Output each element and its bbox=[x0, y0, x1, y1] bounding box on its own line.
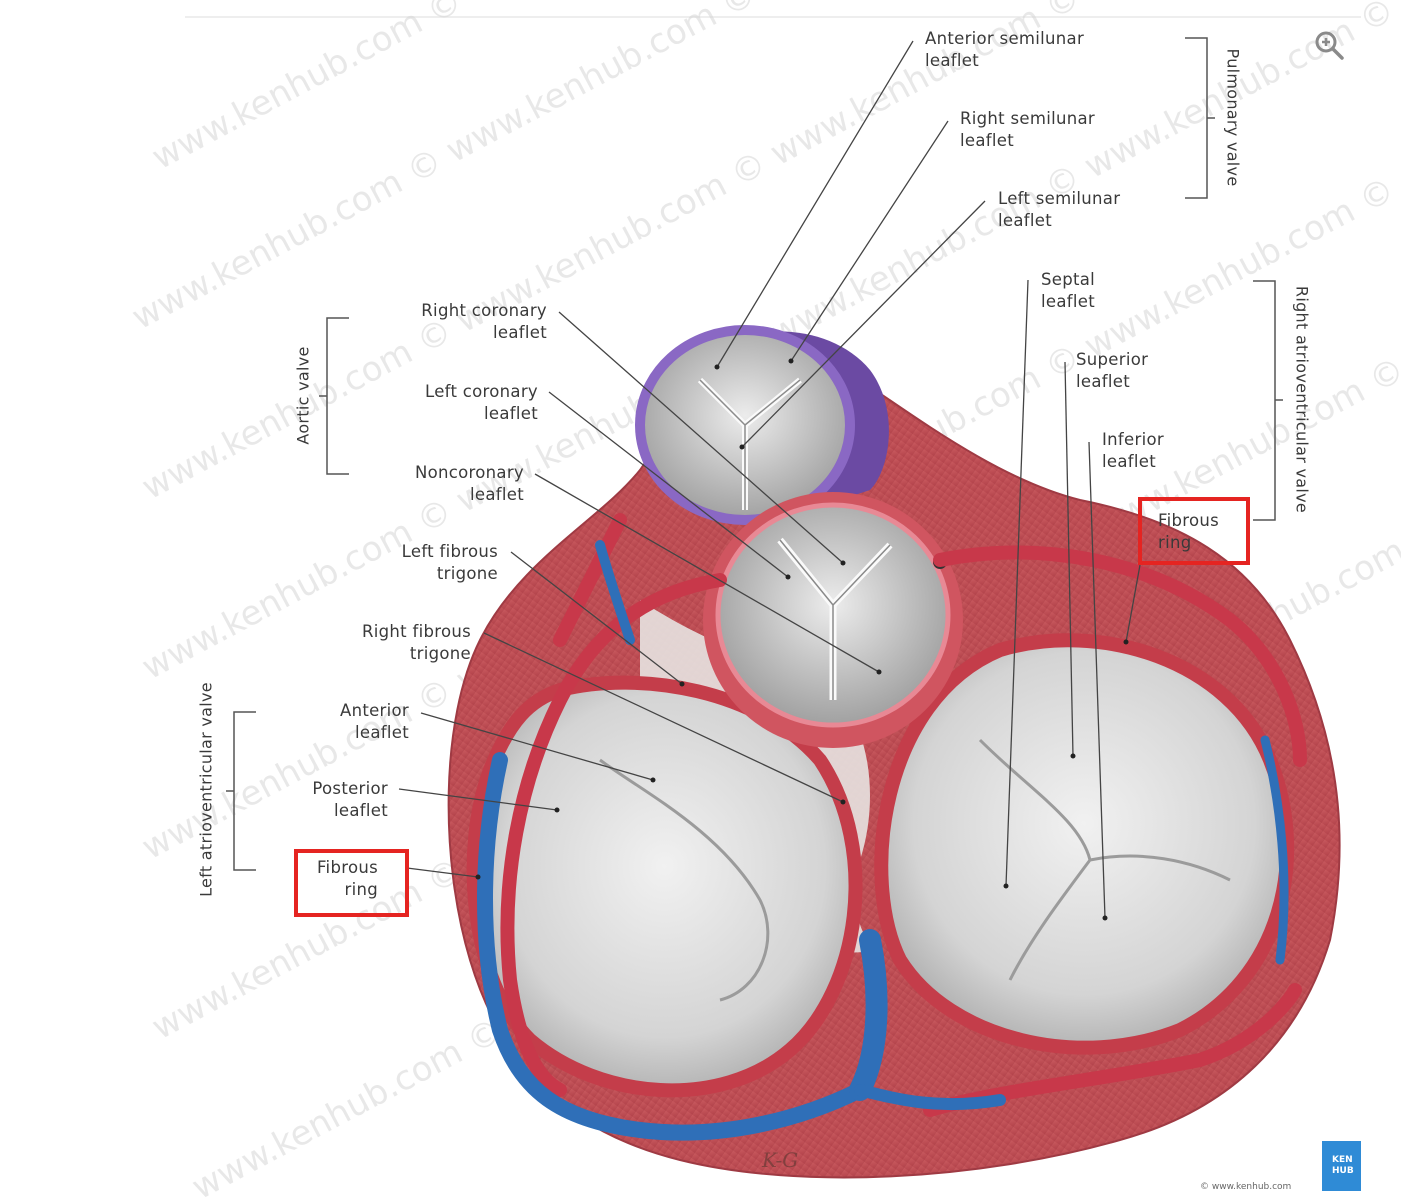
highlight-box-fibrous-ring-right bbox=[1138, 497, 1250, 565]
label-posterior-leaflet: Posterior leaflet bbox=[312, 778, 388, 822]
label-line-1: Noncoronary bbox=[415, 463, 524, 482]
group-label-right-av-valve: Right atrioventricular valve bbox=[1292, 285, 1312, 514]
label-line-2: leaflet bbox=[470, 485, 524, 504]
group-brackets bbox=[226, 37, 1283, 871]
label-line-1: Left coronary bbox=[425, 382, 538, 401]
label-line-1: Fibrous bbox=[1158, 511, 1220, 530]
group-label-aortic-valve: Aortic valve bbox=[293, 346, 313, 445]
label-line-2: leaflet bbox=[1076, 372, 1130, 391]
label-line-2: leaflet bbox=[355, 723, 409, 742]
label-line-2: leaflet bbox=[484, 404, 538, 423]
label-line-2: leaflet bbox=[998, 211, 1052, 230]
label-right-fibrous-trigone: Right fibrous trigone bbox=[362, 621, 471, 665]
label-line-2: ring bbox=[1158, 533, 1192, 552]
label-right-coronary-leaflet: Right coronary leaflet bbox=[421, 300, 547, 344]
label-line-1: Inferior bbox=[1102, 430, 1164, 449]
label-line-1: Right fibrous bbox=[361, 622, 471, 641]
zoom-in-icon[interactable] bbox=[1313, 29, 1345, 61]
label-fibrous-ring-left: Fibrous ring bbox=[317, 857, 378, 901]
label-line-1: Superior bbox=[1076, 350, 1149, 369]
label-fibrous-ring-right: Fibrous ring bbox=[1158, 510, 1219, 554]
pulmonary-valve bbox=[635, 325, 889, 525]
group-label-left-av-valve: Left atrioventricular valve bbox=[196, 682, 216, 897]
label-left-coronary-leaflet: Left coronary leaflet bbox=[425, 381, 538, 425]
coronary-arteries bbox=[500, 513, 1307, 1117]
label-right-semilunar-leaflet: Right semilunar leaflet bbox=[960, 108, 1095, 152]
left-av-valve bbox=[466, 675, 863, 1098]
label-superior-leaflet: Superior leaflet bbox=[1076, 349, 1148, 393]
label-anterior-semilunar-leaflet: Anterior semilunar leaflet bbox=[925, 28, 1084, 72]
label-inferior-leaflet: Inferior leaflet bbox=[1102, 429, 1164, 473]
artist-signature: K-G bbox=[762, 1148, 799, 1172]
label-line-2: ring bbox=[344, 880, 378, 899]
label-septal-leaflet: Septal leaflet bbox=[1041, 269, 1095, 313]
label-line-2: trigone bbox=[436, 564, 498, 583]
label-line-1: Anterior bbox=[339, 701, 409, 720]
label-line-1: Septal bbox=[1041, 270, 1096, 289]
kenhub-logo[interactable]: KEN HUB bbox=[1322, 1141, 1361, 1191]
label-line-2: trigone bbox=[409, 644, 471, 663]
label-line-2: leaflet bbox=[1041, 292, 1095, 311]
label-line-2: leaflet bbox=[493, 323, 547, 342]
label-line-1: Posterior bbox=[312, 779, 388, 798]
label-line-1: Right coronary bbox=[421, 301, 547, 320]
label-line-2: leaflet bbox=[925, 51, 979, 70]
label-line-1: Left fibrous bbox=[401, 542, 498, 561]
label-line-1: Left semilunar bbox=[998, 189, 1121, 208]
label-left-fibrous-trigone: Left fibrous trigone bbox=[402, 541, 498, 585]
cardiac-veins bbox=[477, 540, 1289, 1141]
aortic-valve bbox=[703, 492, 963, 748]
label-line-2: leaflet bbox=[1102, 452, 1156, 471]
logo-line-2: HUB bbox=[1332, 1166, 1354, 1176]
label-anterior-leaflet: Anterior leaflet bbox=[340, 700, 409, 744]
highlight-box-fibrous-ring-left bbox=[294, 849, 409, 917]
group-label-pulmonary-valve: Pulmonary valve bbox=[1223, 48, 1243, 187]
logo-line-1: KEN bbox=[1332, 1155, 1353, 1165]
label-noncoronary-leaflet: Noncoronary leaflet bbox=[415, 462, 524, 506]
copyright-text: © www.kenhub.com bbox=[1200, 1182, 1292, 1192]
label-line-1: Fibrous bbox=[316, 858, 378, 877]
right-av-valve bbox=[874, 633, 1295, 1055]
label-line-1: Right semilunar bbox=[960, 109, 1095, 128]
label-line-2: leaflet bbox=[334, 801, 388, 820]
label-line-1: Anterior semilunar bbox=[925, 29, 1085, 48]
label-line-2: leaflet bbox=[960, 131, 1014, 150]
label-left-semilunar-leaflet: Left semilunar leaflet bbox=[998, 188, 1120, 232]
leader-dots bbox=[475, 358, 1129, 921]
leader-lines bbox=[398, 40, 1141, 919]
